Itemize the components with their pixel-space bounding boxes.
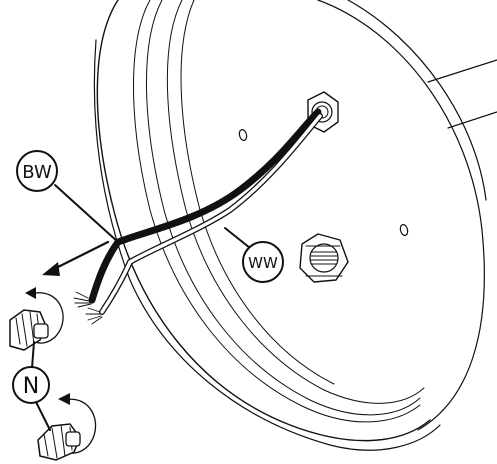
- screw-hole-top: [238, 129, 248, 141]
- callout-ww: WW: [224, 227, 284, 283]
- canopy-front-rim: [96, 0, 431, 442]
- arrow-left-down-icon: [42, 240, 110, 276]
- wire-nut-upper: [9, 287, 64, 351]
- callout-ww-label: WW: [248, 254, 278, 272]
- black-wire-strands: [73, 291, 92, 308]
- canopy-outer-back: [317, 0, 485, 431]
- callout-n: N: [12, 341, 51, 431]
- rotate-clockwise-icon: [25, 287, 64, 344]
- canopy-rim-inner-2: [145, 0, 421, 416]
- white-wire: [100, 114, 322, 314]
- black-wire: [88, 108, 322, 304]
- canopy-rim-inner-3: [166, 0, 425, 404]
- white-wire-strands: [85, 307, 103, 325]
- callout-n-label: N: [23, 374, 39, 399]
- hex-nut-lower: [299, 233, 349, 283]
- callout-bw-label: BW: [22, 162, 52, 183]
- screw-hole-bottom: [399, 224, 409, 236]
- canopy-rim-inner-4: [180, 0, 335, 385]
- canopy-rim-side: [93, 39, 441, 451]
- fixture-canopy: [93, 0, 497, 451]
- canopy-outer-back-2: [347, 0, 487, 201]
- canopy-rim-inner-1: [133, 0, 421, 423]
- wire-nut-lower: [37, 393, 97, 461]
- wire-bundle: [73, 108, 323, 325]
- callout-bw: BW: [16, 150, 119, 243]
- fixture-stem: [427, 59, 497, 129]
